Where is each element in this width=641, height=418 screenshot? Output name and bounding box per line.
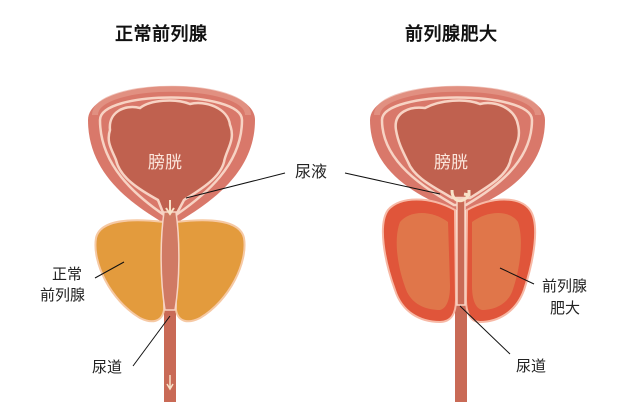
enlarged-bladder-label: 膀胱 [434, 153, 468, 173]
enlarged-urethra [455, 300, 467, 402]
normal-gland-right [175, 219, 246, 323]
normal-gland-label-line2: 前列腺 [40, 286, 86, 304]
enlarged-gland-label-line1: 前列腺 [542, 277, 588, 295]
normal-bladder-inner [107, 99, 234, 217]
enlarged-bladder-inner [394, 99, 521, 200]
urine-label: 尿液 [295, 162, 328, 181]
normal-prostate-diagram [88, 85, 286, 402]
normal-gland-left [94, 219, 165, 323]
enlarged-prostate-diagram [344, 85, 545, 402]
normal-title: 正常前列腺 [115, 24, 208, 45]
normal-urethra-label: 尿道 [92, 358, 123, 376]
normal-gland-label-line1: 正常 [52, 265, 83, 283]
enlarged-urethra-label: 尿道 [516, 357, 547, 375]
enlarged-title: 前列腺肥大 [405, 24, 498, 45]
normal-bladder-label: 膀胱 [148, 153, 182, 173]
enlarged-gland-label-line2: 肥大 [550, 299, 581, 317]
